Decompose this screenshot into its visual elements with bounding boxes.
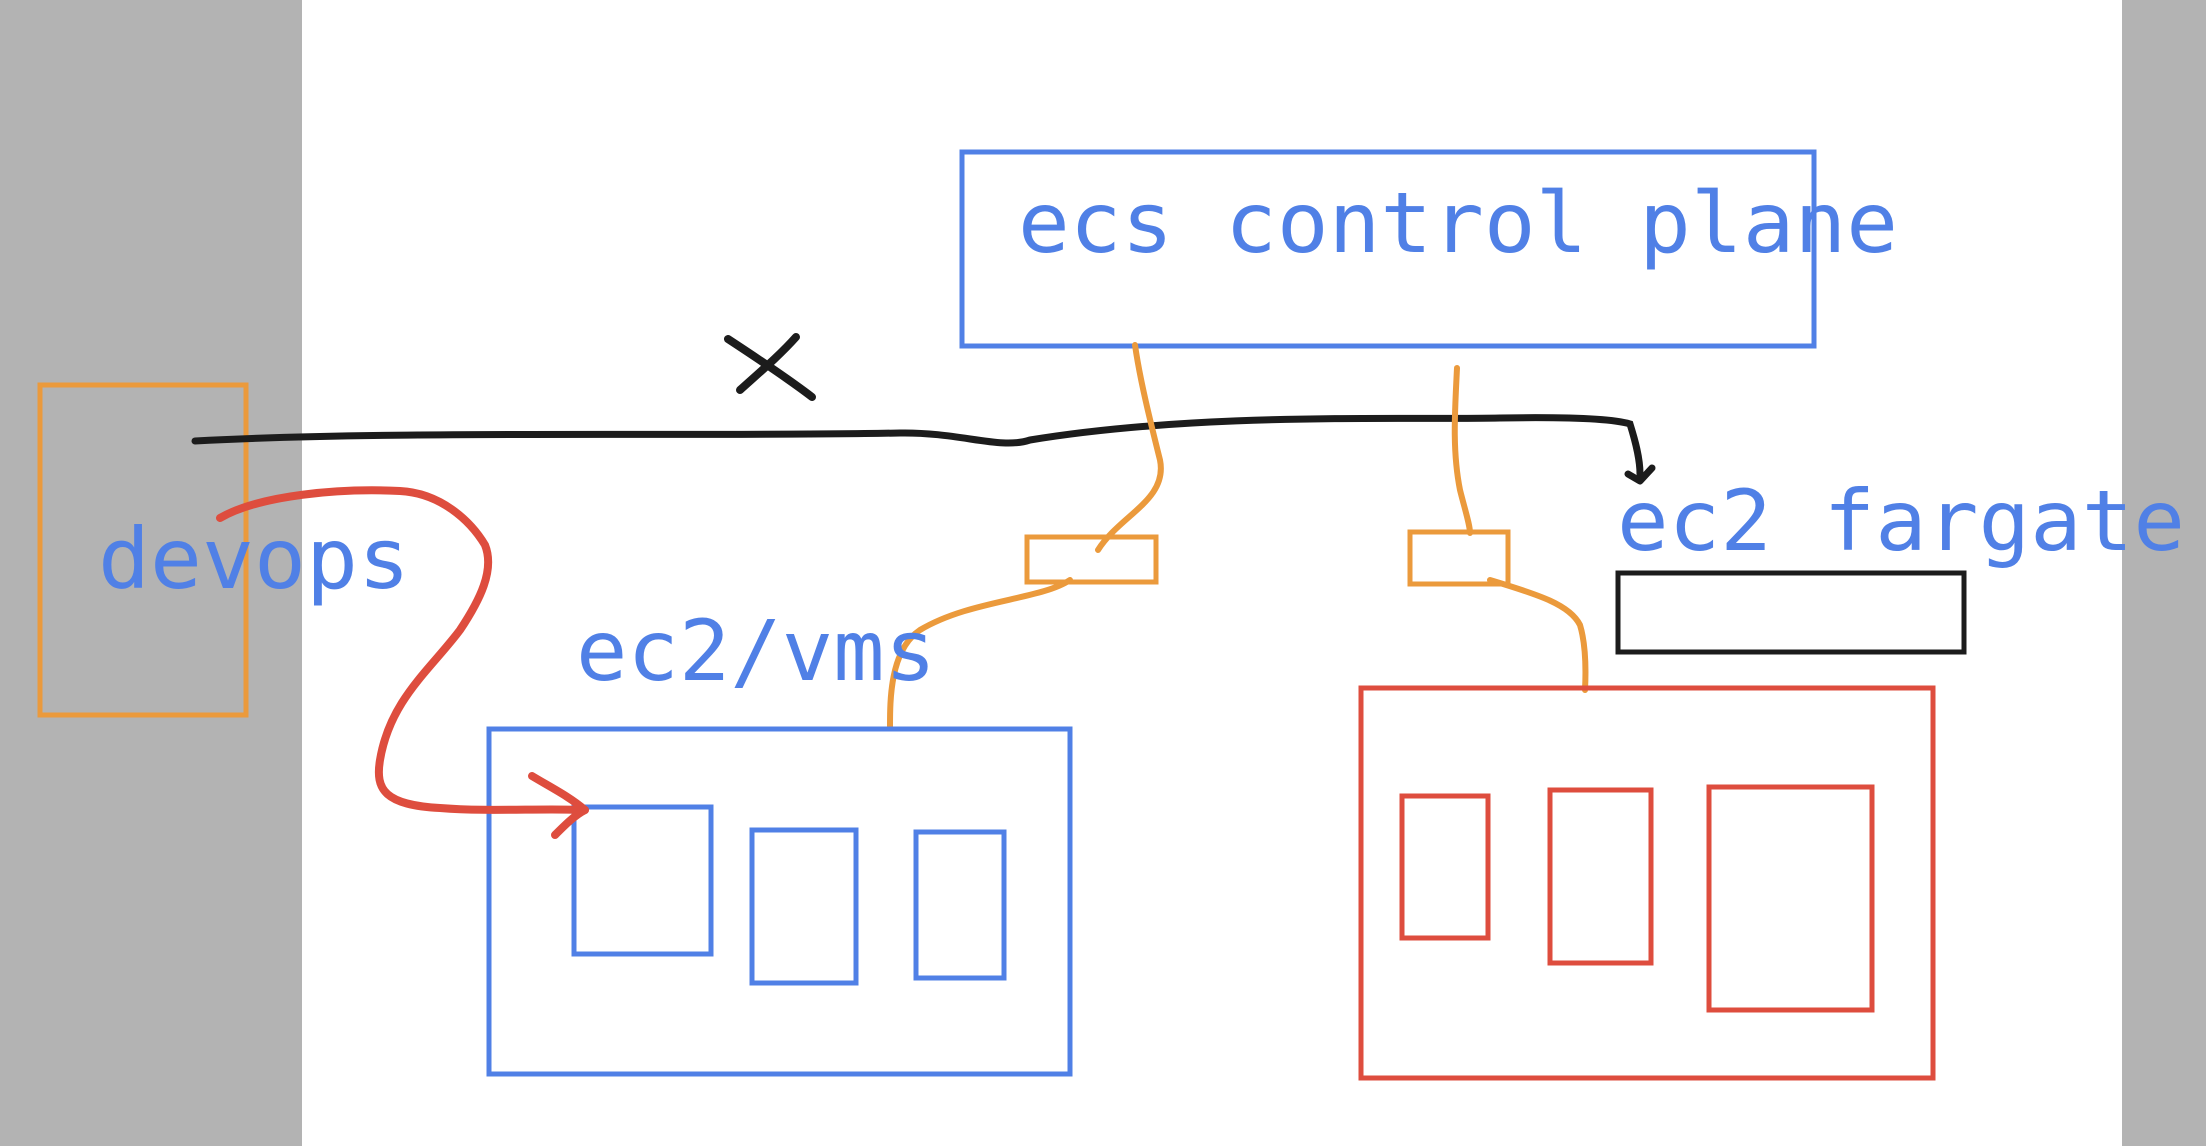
fargate-agent-box <box>1407 529 1511 587</box>
ecs-control-plane-box <box>959 149 1817 349</box>
ec2-vm-3 <box>913 829 1007 981</box>
fargate-cluster-box <box>1358 685 1936 1081</box>
fargate-arrow-head <box>1624 464 1656 485</box>
agent-to-fargate-cluster-line <box>1487 577 1589 693</box>
ec2-agent-box <box>1024 534 1159 585</box>
devops-box <box>37 382 249 718</box>
ec2-vm-2 <box>749 827 859 986</box>
fargate-task-3 <box>1706 784 1875 1013</box>
left-side-panel <box>0 0 302 1146</box>
devops-label: devops <box>98 510 410 608</box>
fargate-task-1 <box>1399 793 1491 941</box>
blocked-x-mark <box>724 333 816 401</box>
devops-deploy-arrow-head <box>528 772 589 839</box>
ec2-vms-cluster-box <box>486 726 1073 1077</box>
control-plane-to-agent-left-line <box>1095 342 1164 553</box>
fargate-task-2 <box>1547 787 1654 966</box>
ecs-control-plane-label: ecs control plane <box>1018 174 1898 272</box>
devops-deploy-arrow <box>216 486 589 814</box>
control-plane-to-agent-right-line <box>1451 365 1473 536</box>
right-side-panel <box>2122 0 2206 1146</box>
fargate-black-box <box>1615 570 1967 655</box>
agent-to-ec2-vms-line <box>887 577 1073 730</box>
devops-to-fargate-line <box>191 414 1644 478</box>
ec2-vm-1 <box>571 804 714 957</box>
ec2-fargate-label: ec2 fargate <box>1617 472 2185 570</box>
ec2-vms-label: ec2/vms <box>576 602 936 700</box>
